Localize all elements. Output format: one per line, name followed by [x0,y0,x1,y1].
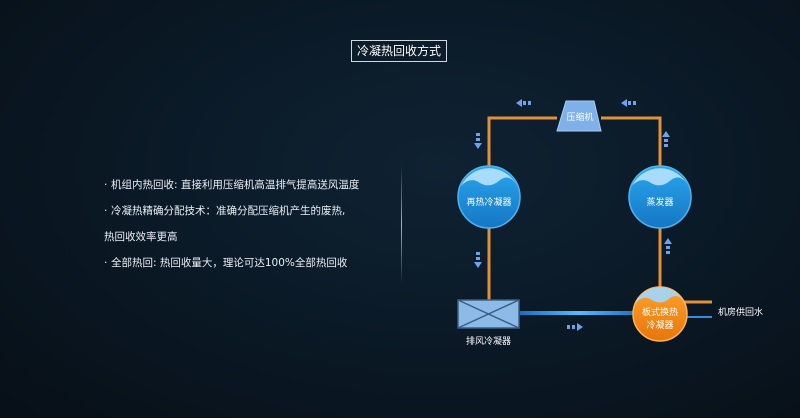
compressor-shape [556,100,602,132]
pipe-top-left [487,116,557,172]
exhaust-condenser [457,299,520,329]
exhaust-condenser-label: 排风冷凝器 [465,337,511,347]
pipe-bottom-water [520,311,638,315]
arrow-up-icon [662,131,670,147]
evaporator [628,165,692,229]
arrow-up-icon [664,238,672,254]
bullet-dot: · [104,257,108,269]
reheat-condenser-label: 再热冷凝器 [466,198,512,208]
pipe-top-right [601,116,662,172]
bullet-text: 冷凝热精确分配技术：准确分配压缩机产生的废热, [111,205,346,217]
return-water-label: 机房供回水 [718,308,764,318]
arrow-left-icon [621,99,636,107]
vertical-divider [401,165,402,285]
arrow-down-icon [474,133,482,149]
water-pipes [520,311,712,318]
plate-exchanger [632,286,688,342]
arrow-down-icon [474,252,482,268]
arrow-left-icon [516,99,531,107]
bullet-text: 热回收效率更高 [104,231,178,243]
reheat-condenser [457,165,521,229]
compressor [556,100,602,132]
page-title: 冷凝热回收方式 [351,40,447,62]
compressor-label: 压缩机 [566,113,594,123]
bullet-text: 机组内热回收: 直接利用压缩机高温排气提高送风温度 [111,179,360,191]
arrow-right-icon [567,323,583,331]
plate-exchanger-label-line2: 冷凝器 [646,321,674,331]
refrigerant-pipes [487,116,712,304]
plate-exchanger-label-line1: 板式换热 [641,308,678,318]
evaporator-label: 蒸发器 [646,198,674,208]
flow-arrows [474,99,672,331]
bullet-dot: · [104,179,108,191]
bullet-dot: · [104,205,108,217]
bullet-text: 全部热回: 热回收量大，理论可达100%全部热回收 [111,257,348,269]
